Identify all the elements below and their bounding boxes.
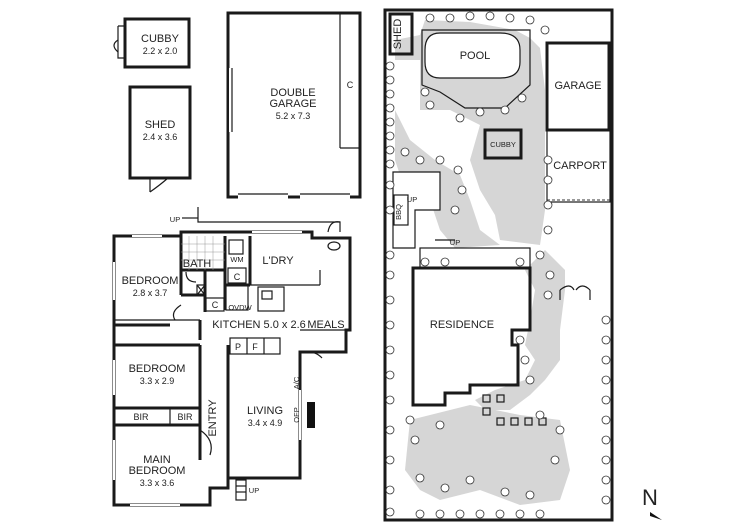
shed-label: SHED	[145, 119, 176, 131]
main-bedroom-dims: 3.3 x 3.6	[140, 478, 175, 488]
bir2-label: BIR	[177, 412, 193, 422]
site-up-label-2: UP	[450, 238, 460, 247]
pantry-label: P	[235, 342, 241, 352]
laundry-label: L'DRY	[262, 255, 294, 267]
main-bedroom-label-1: MAIN	[143, 454, 171, 466]
meals-label: MEALS	[307, 319, 344, 331]
ovdw-label: OVDW	[228, 303, 252, 312]
house-outline	[112, 221, 352, 507]
shed-dims: 2.4 x 3.6	[143, 132, 178, 142]
up-label-front: UP	[249, 486, 259, 495]
garage-cupboard-label: C	[347, 80, 354, 90]
garage-label-2: GARAGE	[269, 98, 316, 110]
ac-label: A/C	[292, 376, 301, 389]
wm-label: WM	[230, 255, 243, 264]
residence-label: RESIDENCE	[430, 319, 494, 331]
bbq-label: BBQ	[394, 204, 403, 220]
living-dims: 3.4 x 4.9	[248, 418, 283, 428]
shed-building: SHED 2.4 x 3.6	[128, 85, 192, 193]
kitchen-label: KITCHEN 5.0 x 2.6	[212, 319, 306, 331]
garage-label-1: DOUBLE	[270, 87, 315, 99]
carport-label: CARPORT	[553, 160, 607, 172]
main-bedroom-label-2: BEDROOM	[129, 465, 186, 477]
compass-label: N	[642, 485, 658, 510]
site-up-label-1: UP	[407, 195, 417, 204]
site-shed-label: SHED	[392, 19, 404, 50]
site-cubby-label: CUBBY	[490, 140, 516, 149]
trees	[385, 11, 611, 519]
double-garage: DOUBLE GARAGE 5.2 x 7.3 C	[226, 11, 362, 199]
site-plan: SHED POOL GARAGE CUBBY CARPORT BBQ UP UP…	[383, 8, 614, 522]
floor-plan: CUBBY 2.2 x 2.0 SHED 2.4 x 3.6 DOUBLE GA…	[112, 11, 362, 507]
cupboard-label-2: C	[212, 300, 219, 310]
bir1-label: BIR	[133, 412, 149, 422]
cupboard-label-1: C	[234, 272, 241, 282]
fridge-label: F	[252, 342, 258, 352]
ofp-label: OFP	[292, 407, 301, 422]
bedroom2-label: BEDROOM	[129, 363, 186, 375]
entry-label: ENTRY	[207, 399, 219, 437]
cubby-dims: 2.2 x 2.0	[143, 46, 178, 56]
bedroom1-dims: 2.8 x 3.7	[133, 288, 168, 298]
site-garage-label: GARAGE	[554, 80, 601, 92]
cubby-label: CUBBY	[141, 33, 180, 45]
pool-label: POOL	[460, 50, 491, 62]
cubby-building: CUBBY 2.2 x 2.0	[113, 17, 191, 69]
garage-dims: 5.2 x 7.3	[276, 111, 311, 121]
compass: N	[642, 485, 662, 520]
living-label: LIVING	[247, 405, 283, 417]
bedroom2-dims: 3.3 x 2.9	[140, 376, 175, 386]
bath-label: BATH	[183, 258, 212, 270]
up-label-rear: UP	[170, 215, 180, 224]
bedroom1-label: BEDROOM	[122, 275, 179, 287]
